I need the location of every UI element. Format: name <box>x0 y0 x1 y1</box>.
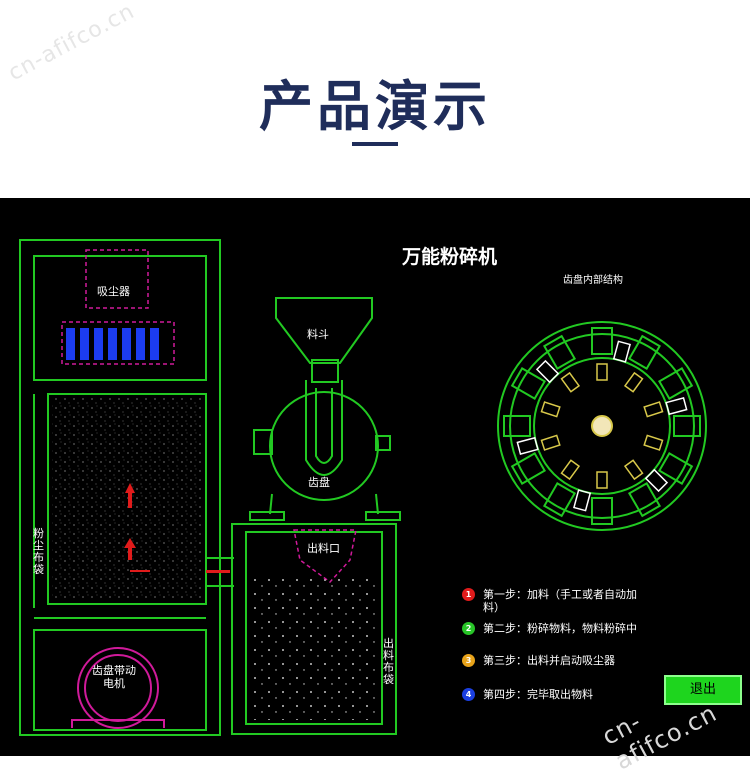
mill-body <box>249 297 401 521</box>
page-title: 产品演示 <box>259 75 491 138</box>
step-1-badge: 1 <box>462 588 475 601</box>
motor <box>71 647 165 729</box>
filter-housing <box>61 321 175 365</box>
dust-collector-label: 吸尘器 <box>97 285 130 298</box>
output-bin <box>231 523 397 735</box>
airflow-arrows <box>124 483 230 573</box>
motor-label: 齿盘带动电机 <box>92 664 136 690</box>
step-2-badge: 2 <box>462 622 475 635</box>
step-4-badge: 4 <box>462 688 475 701</box>
dust-collector-frame <box>19 239 221 736</box>
dust-bag-area <box>52 398 202 600</box>
outlet-funnel <box>293 529 357 584</box>
exit-button[interactable]: 退出 <box>664 675 742 705</box>
demo-panel: 万能粉碎机 齿盘内部结构 吸尘器 料斗 齿盘 出料口 齿盘带动电机 粉尘布袋 出… <box>0 198 750 756</box>
step-4-text: 第四步：完毕取出物料 <box>483 688 593 701</box>
dust-bag-label: 粉尘布袋 <box>33 527 44 576</box>
gear-disc-diagram <box>497 321 707 531</box>
outlet-label: 出料口 <box>307 542 340 555</box>
step-3-badge: 3 <box>462 654 475 667</box>
gear-structure-title: 齿盘内部结构 <box>563 275 623 286</box>
output-material <box>250 578 378 720</box>
connecting-duct <box>206 557 234 587</box>
step-1-text: 第一步：加料（手工或者自动加料） <box>483 588 637 614</box>
title-underline <box>352 142 398 146</box>
blue-filters <box>66 328 159 360</box>
dust-collector-box <box>85 249 149 309</box>
machine-title: 万能粉碎机 <box>402 246 498 268</box>
machine-schematic <box>19 239 707 736</box>
hopper-label: 料斗 <box>307 328 329 341</box>
step-2-text: 第二步：粉碎物料，物料粉碎中 <box>483 622 637 635</box>
output-bag-label: 出料布袋 <box>383 637 394 686</box>
step-3-text: 第三步：出料并启动吸尘器 <box>483 654 615 667</box>
gear-disc-label: 齿盘 <box>308 476 330 489</box>
